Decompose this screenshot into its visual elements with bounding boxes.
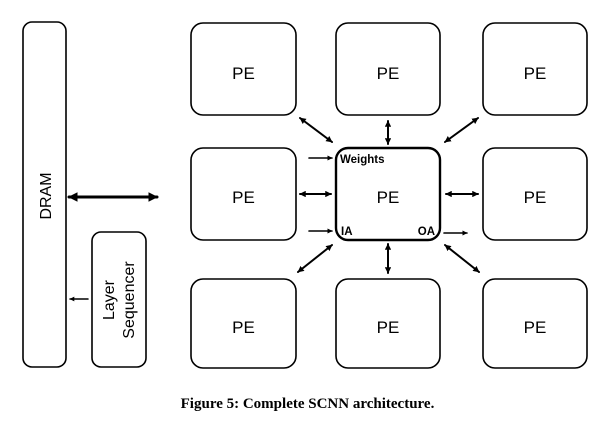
pe-top-center: PE <box>335 22 441 116</box>
pe-top-left: PE <box>190 22 297 116</box>
pe-label: PE <box>524 318 547 337</box>
pe-top-right: PE <box>482 22 588 116</box>
port-ia-label: IA <box>341 226 353 238</box>
sequencer-label-line1: Layer <box>101 279 118 320</box>
pe-label: PE <box>524 64 547 83</box>
pe-label: PE <box>232 318 255 337</box>
pe-label: PE <box>377 64 400 83</box>
dram-label: DRAM <box>38 172 55 219</box>
pe-bottom-right: PE <box>482 278 588 369</box>
pe-center: PE Weights IA OA <box>334 146 442 242</box>
dram-block: DRAM <box>22 21 67 368</box>
center-pe-label: PE <box>377 188 400 207</box>
pe-bottom-center: PE <box>335 278 441 369</box>
layer-sequencer-block: Layer Sequencer <box>91 231 147 368</box>
port-oa-label: OA <box>418 226 435 238</box>
neighbor-arrows <box>297 117 480 274</box>
arrow-up-right <box>444 117 479 143</box>
arrow-down-left <box>297 244 333 273</box>
pe-label: PE <box>232 64 255 83</box>
figure-caption: Figure 5: Complete SCNN architecture. <box>180 396 435 412</box>
pe-label: PE <box>524 188 547 207</box>
pe-bottom-left: PE <box>190 278 297 369</box>
port-weights-label: Weights <box>340 154 385 166</box>
pe-label: PE <box>232 188 255 207</box>
sequencer-label-line2: Sequencer <box>121 261 138 339</box>
arrow-down-right <box>444 244 480 273</box>
pe-middle-left: PE <box>190 147 297 241</box>
pe-middle-right: PE <box>482 147 588 241</box>
arrow-up-left <box>299 117 333 143</box>
pe-label: PE <box>377 318 400 337</box>
